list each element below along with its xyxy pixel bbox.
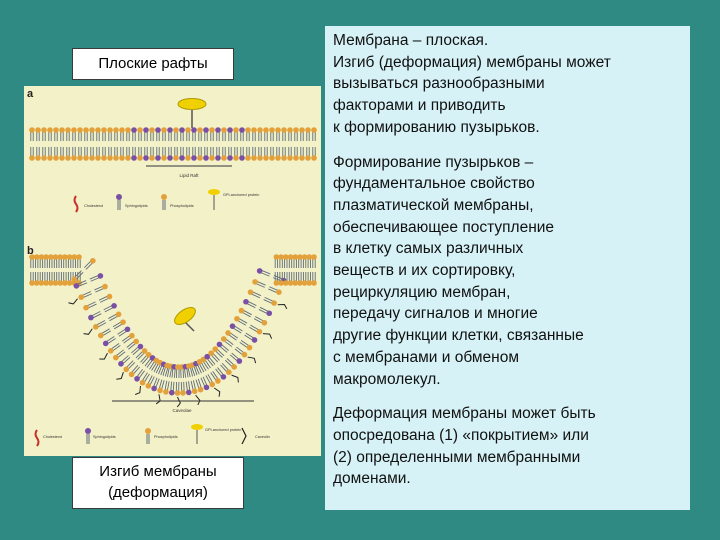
legend-a-sphingolipids: Sphingolipids [125,204,148,208]
gpi-protein-curved-icon [174,307,196,325]
legend-b-phospholipids: Phospholipids [154,435,178,439]
caveolae-caption: Caveolae [172,408,192,413]
caveolin-icon [241,427,247,445]
membrane-diagram: a Lipid Raft Cholesterol Sphingolipids P… [27,88,317,447]
legend-b-cholesterol: Cholesterol [43,435,62,439]
legend-b-gpi: GPI-anchored protein [205,428,241,432]
panel-a-letter: a [27,88,34,100]
gpi-legend-icon [208,189,220,195]
text-panel: Мембрана – плоская. Изгиб (деформация) м… [325,26,690,510]
paragraph-flat-membrane: Мембрана – плоская. Изгиб (деформация) м… [333,32,611,136]
raft-caption: Lipid Raft [179,173,199,178]
legend-a-cholesterol: Cholesterol [84,204,103,208]
flat-rafts-label: Плоские рафты [72,48,234,80]
curved-bilayer [29,254,317,408]
legend-a-phospholipids: Phospholipids [170,204,194,208]
legend-b-caveolin: Caveolin [255,435,270,439]
cholesterol-icon [73,195,79,213]
legend-a-gpi: GPI-anchored protein [223,193,259,197]
paragraph-vesicle-formation: Формирование пузырьков – фундаментальное… [333,153,584,388]
legend-b-sphingolipids: Sphingolipids [93,435,116,439]
gpi-protein-icon [177,98,207,110]
legend-b: Cholesterol Sphingolipids Phospholipids … [34,424,270,447]
membrane-bending-label: Изгиб мембраны (деформация) [72,457,244,509]
phospholipid-icon [161,194,167,200]
sphingolipid-icon [116,194,122,200]
flat-bilayer [29,127,317,161]
paragraph-deformation-mediation: Деформация мембраны может быть опосредов… [333,405,596,488]
legend-a: Cholesterol Sphingolipids Phospholipids … [73,189,259,213]
panel-b-letter: b [27,245,34,257]
membrane-figure: a Lipid Raft Cholesterol Sphingolipids P… [24,86,321,456]
